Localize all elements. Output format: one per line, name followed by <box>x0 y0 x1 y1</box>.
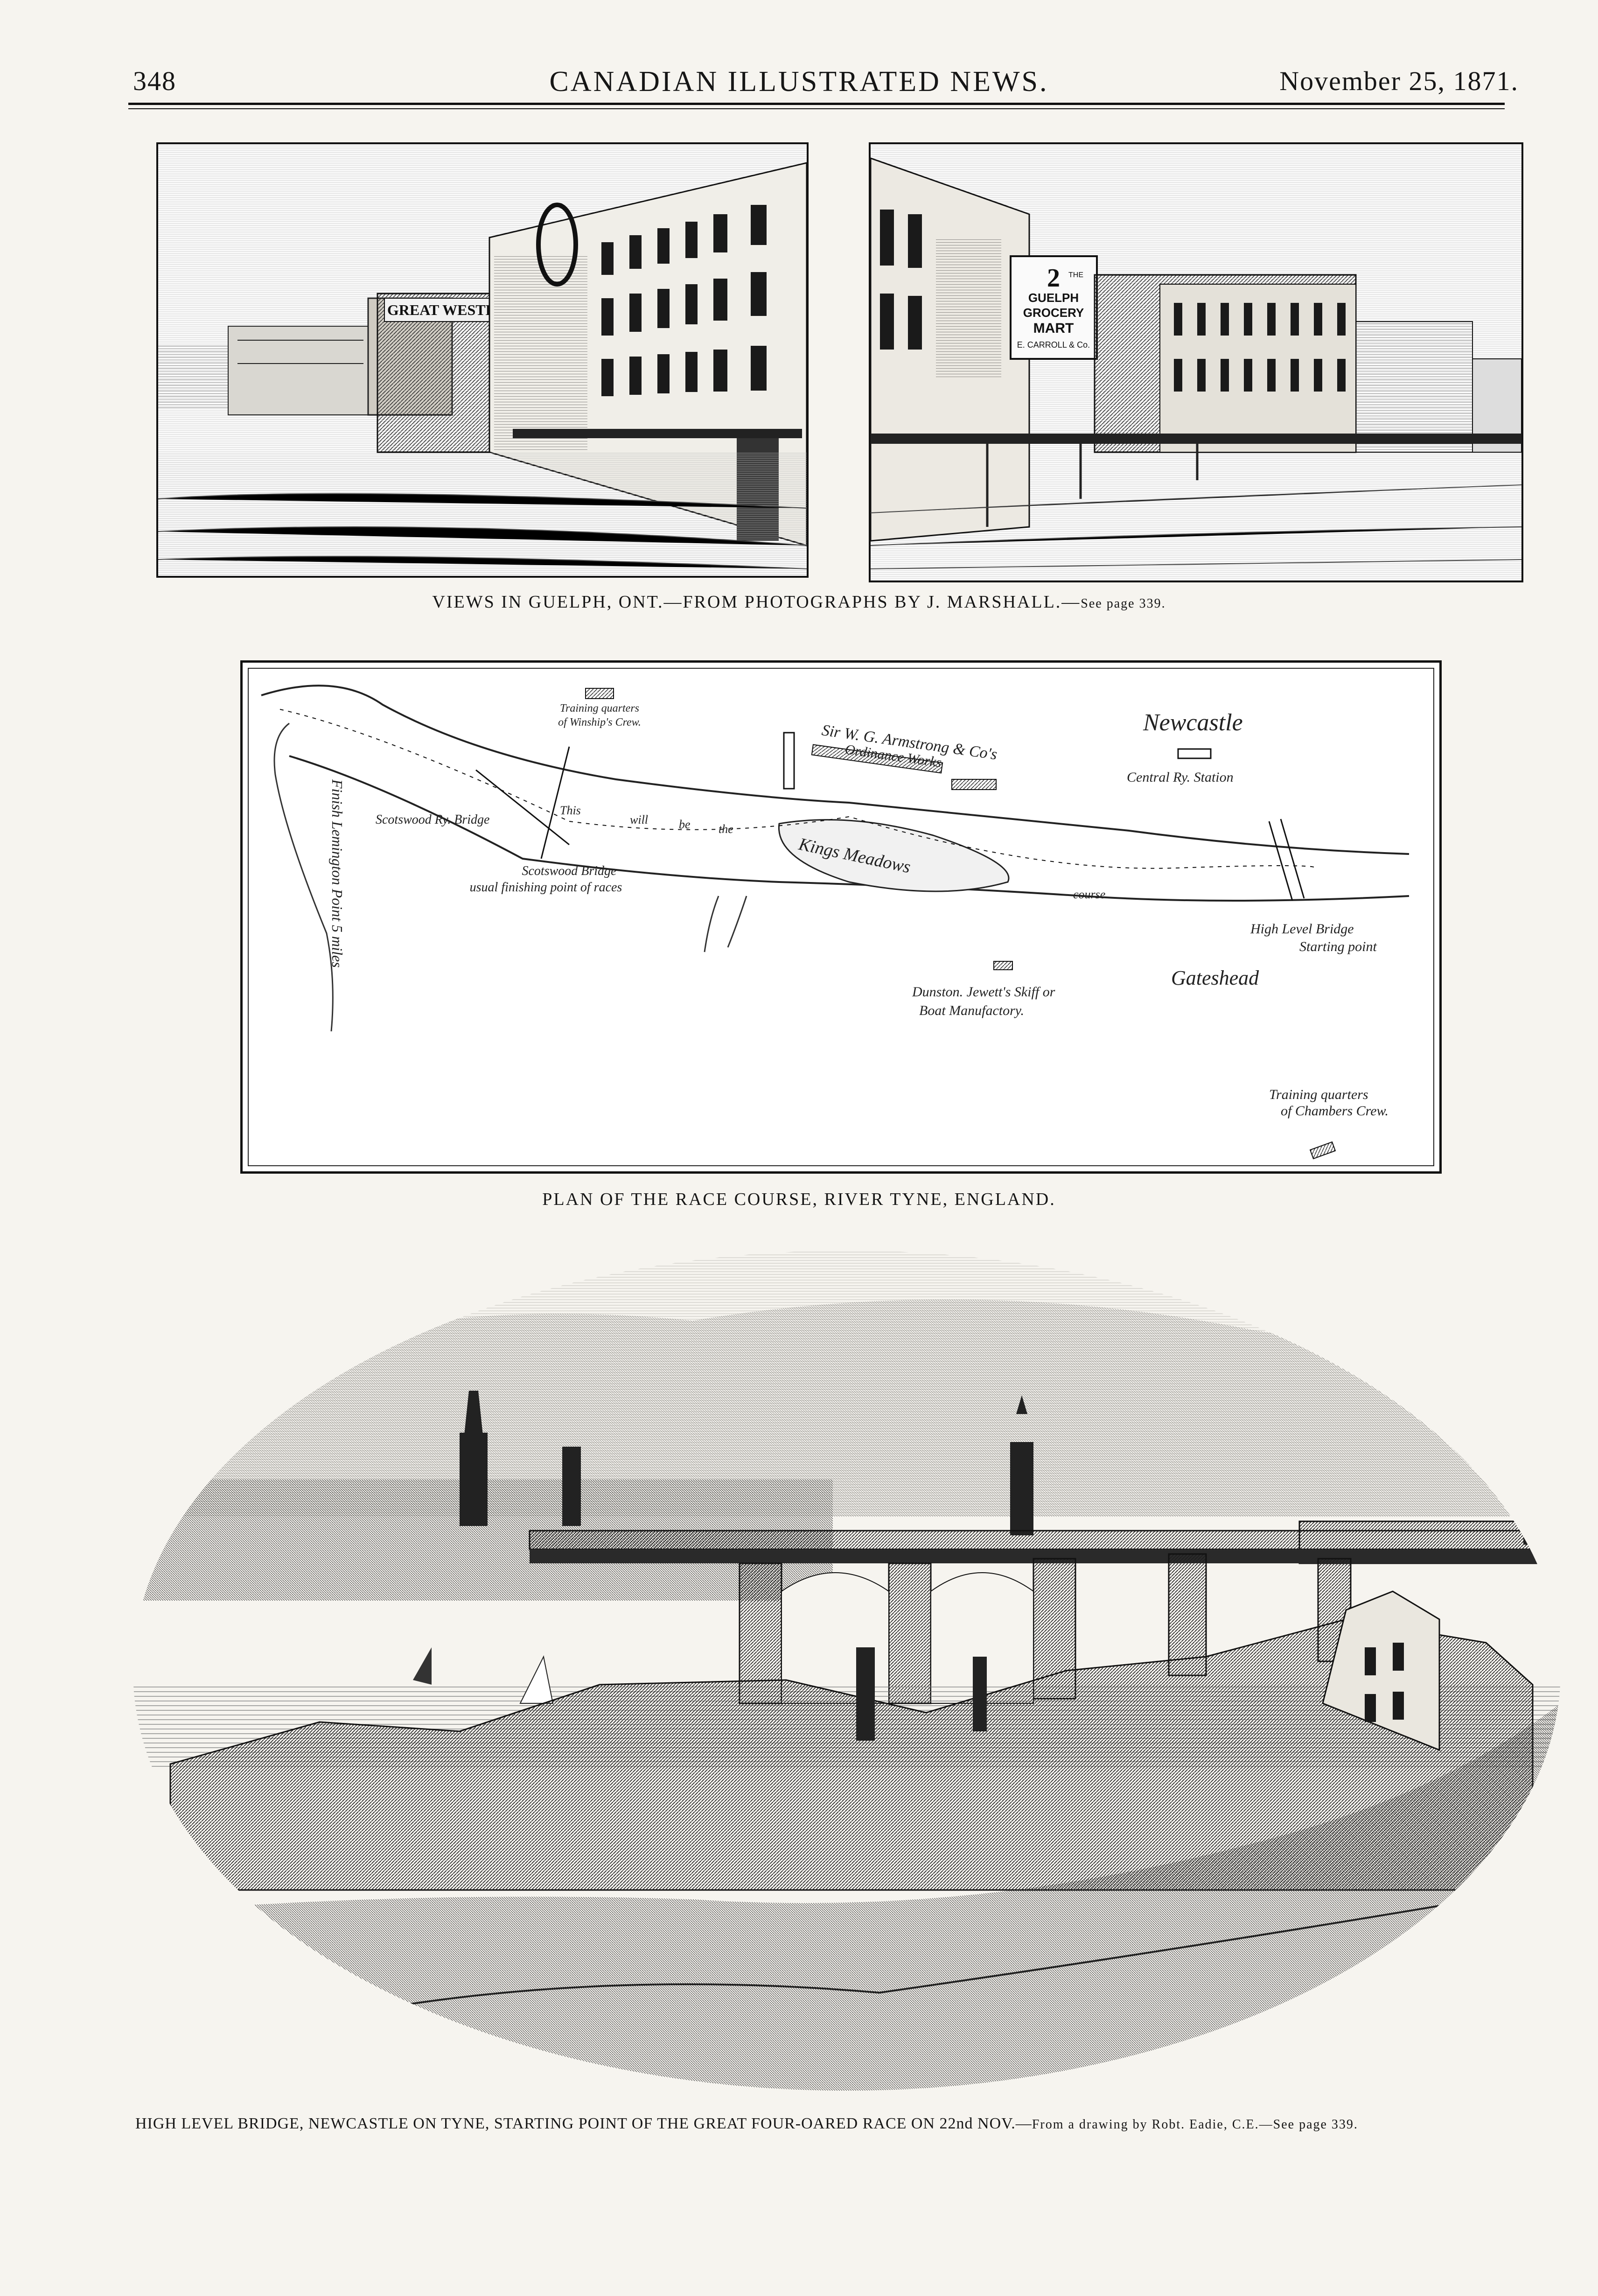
masthead: 348 CANADIAN ILLUSTRATED NEWS. November … <box>0 0 1598 121</box>
map-label-dunston-2: Boat Manufactory. <box>919 1003 1024 1018</box>
high-level-bridge-engraving <box>133 1237 1561 2105</box>
grocery-sign-owner: E. CARROLL & Co. <box>1017 340 1090 350</box>
map-label-newcastle: Newcastle <box>1143 709 1243 736</box>
map-label-course-2: will <box>630 813 648 826</box>
map-label-scotswood-bridge-2: usual finishing point of races <box>470 880 622 895</box>
bridge-caption: HIGH LEVEL BRIDGE, NEWCASTLE ON TYNE, ST… <box>135 2115 1558 2133</box>
issue-date: November 25, 1871. <box>1279 66 1519 96</box>
map-label-high-level-2: Starting point <box>1299 939 1377 954</box>
page-number: 348 <box>133 66 176 96</box>
grocery-sign-line-4: MART <box>1033 321 1074 336</box>
map-label-chambers-1: Training quarters <box>1269 1087 1368 1102</box>
bridge-caption-credit: From a drawing by Robt. Eadie, C.E.— <box>1032 2117 1273 2132</box>
map-label-scotswood-bridge-1: Scotswood Bridge <box>522 864 617 878</box>
map-label-winship-1: Training quarters <box>560 702 639 714</box>
grocery-sign-line-3: GROCERY <box>1023 306 1084 320</box>
guelph-caption-main: VIEWS IN GUELPH, ONT.—FROM PHOTOGRAPHS B… <box>432 592 1081 612</box>
bridge-caption-main: HIGH LEVEL BRIDGE, NEWCASTLE ON TYNE, ST… <box>135 2115 1032 2132</box>
bridge-caption-ref: See page 339. <box>1273 2117 1358 2132</box>
guelph-view-right: 2 THE GUELPH GROCERY MART E. CARROLL & C… <box>869 142 1523 582</box>
guelph-right-engraving: 2 THE GUELPH GROCERY MART E. CARROLL & C… <box>871 144 1521 581</box>
map-label-course-word: course <box>1073 888 1105 901</box>
header-rule-thin <box>128 108 1505 109</box>
map-label-course-1: This <box>560 804 581 817</box>
map-label-winship-2: of Winship's Crew. <box>558 716 641 728</box>
publication-title: CANADIAN ILLUSTRATED NEWS. <box>549 66 1049 98</box>
map-label-scotswood-rail: Scotswood Ry. Bridge <box>376 812 489 827</box>
guelph-left-engraving: GREAT WESTERN <box>158 144 807 576</box>
map-label-high-level-1: High Level Bridge <box>1250 921 1354 937</box>
map-label-chambers-2: of Chambers Crew. <box>1281 1103 1389 1119</box>
river-north-bank <box>261 685 1410 855</box>
grocery-sign-line-1: THE <box>1068 271 1083 279</box>
grocery-sign-number: 2 <box>1047 264 1060 293</box>
map-label-gateshead: Gateshead <box>1171 966 1259 989</box>
map-label-dunston-1: Dunston. Jewett's Skiff or <box>912 984 1055 1000</box>
map-label-course-3: be <box>679 818 691 831</box>
map-label-course-4: the <box>719 822 733 836</box>
grocery-sign-line-2: GUELPH <box>1028 291 1079 305</box>
guelph-view-left: GREAT WESTERN <box>156 142 809 578</box>
river-tyne-plan: Training quarters of Winship's Crew. Sir… <box>248 668 1434 1166</box>
river-south-bank <box>289 755 1410 902</box>
map-label-finish: Finish Lemington Point 5 miles <box>329 779 346 968</box>
race-course-map: Training quarters of Winship's Crew. Sir… <box>240 660 1442 1174</box>
guelph-caption: VIEWS IN GUELPH, ONT.—FROM PHOTOGRAPHS B… <box>0 592 1598 612</box>
header-rule <box>128 103 1505 105</box>
guelph-caption-ref: See page 339. <box>1081 596 1166 611</box>
race-course-line <box>279 709 1316 869</box>
map-label-central-station: Central Ry. Station <box>1127 770 1234 785</box>
map-caption: PLAN OF THE RACE COURSE, RIVER TYNE, ENG… <box>542 1190 1056 1209</box>
bridge-scene <box>133 1251 1561 2091</box>
kings-meadows-island <box>778 819 1010 892</box>
